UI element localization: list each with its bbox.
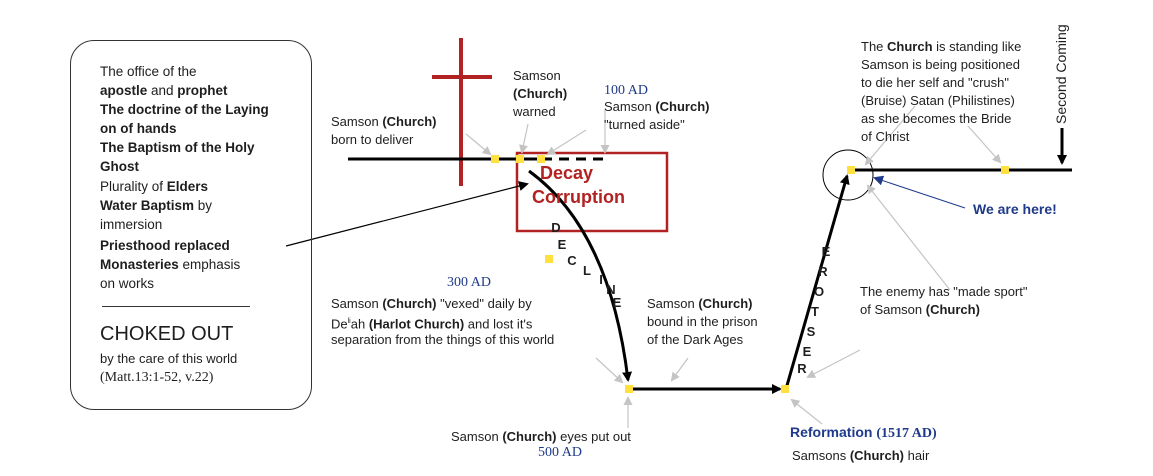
- decline-letter: D: [551, 220, 561, 235]
- standing-label-3: to die her self and "crush": [861, 75, 1009, 90]
- born-label-2: born to deliver: [331, 132, 414, 147]
- warned-label-3: warned: [513, 104, 556, 119]
- standing-label-2: Samson is being positioned: [861, 57, 1020, 72]
- date-500ad: 500 AD: [538, 445, 582, 460]
- born-label: Samson (Church): [331, 114, 437, 129]
- marker-current: [847, 166, 855, 174]
- box-line: The Baptism of the Holy: [100, 140, 255, 155]
- box-line: Priesthood replaced: [100, 238, 230, 253]
- restore-letter: E: [802, 344, 812, 359]
- decline-letter: L: [583, 263, 591, 278]
- choked-out-caption: by the care of this world: [100, 351, 238, 366]
- prison-label-3: of the Dark Ages: [647, 332, 744, 347]
- marker-bride: [1001, 166, 1009, 174]
- scripture-ref: (Matt.13:1-52, v.22): [100, 370, 214, 385]
- restore-letter: E: [821, 244, 831, 259]
- decline-letter: I: [599, 272, 603, 287]
- markers: [491, 155, 1009, 393]
- we-are-here-circle: [822, 149, 874, 201]
- decay-label: Decay: [540, 163, 594, 183]
- restore-letter: R: [797, 361, 807, 376]
- decline-letter: E: [557, 237, 567, 252]
- reformation-label: Reformation (1517 AD): [790, 424, 937, 441]
- marker-warned: [516, 155, 524, 163]
- decline-letter: N: [606, 282, 616, 297]
- marker-born: [491, 155, 499, 163]
- second-coming-label: Second Coming: [1053, 24, 1069, 124]
- standing-label-5: as she becomes the Bride: [861, 111, 1012, 126]
- sport-label: The enemy has "made sport": [860, 284, 1028, 299]
- warned-label: Samson: [513, 68, 561, 83]
- decay-box: [515, 151, 669, 233]
- eyes-label: Samson (Church) eyes put out: [451, 429, 631, 444]
- doctrine-box: [70, 40, 312, 410]
- box-line: on works: [100, 276, 155, 291]
- restore-letter: O: [813, 284, 825, 299]
- restore-line: [784, 174, 850, 390]
- box-line: Monasteries emphasis: [100, 257, 241, 272]
- corruption-label: Corruption: [532, 187, 625, 207]
- standing-label-6: of Christ: [861, 129, 910, 144]
- turned-label: Samson (Church): [604, 99, 710, 114]
- choked-out-title: CHOKED OUT: [100, 323, 234, 345]
- turned-label-2: "turned aside": [604, 117, 685, 132]
- date-300ad: 300 AD: [447, 275, 491, 290]
- marker-reformation: [781, 385, 789, 393]
- marker-500ad: [625, 385, 633, 393]
- restore-letter: T: [811, 304, 819, 319]
- box-line: The doctrine of the Laying: [100, 102, 269, 117]
- standing-label: The Church is standing like: [861, 39, 1022, 54]
- box-line: Water Baptism by: [100, 198, 213, 213]
- vexed-label: Samson (Church) "vexed" daily by: [331, 296, 532, 311]
- sport-label-2: of Samson (Church): [860, 302, 980, 317]
- box-line: Ghost: [100, 159, 139, 174]
- marker-turned: [537, 155, 545, 163]
- box-line: apostle and prophet: [100, 83, 228, 98]
- vexed-label-3: separation from the things of this world: [331, 332, 555, 347]
- marker-300ad: [545, 255, 553, 263]
- we-are-here-arrow: [873, 175, 966, 209]
- prison-label-2: bound in the prison: [647, 314, 758, 329]
- restore-letter: S: [806, 324, 816, 339]
- date-100ad: 100 AD: [604, 83, 648, 98]
- decline-letter: C: [567, 253, 577, 268]
- pointer-arrows: [465, 105, 1002, 428]
- decline-curve: [528, 169, 633, 382]
- leftbox-connector: [285, 181, 529, 247]
- box-divider: [102, 306, 250, 307]
- restore-letter: R: [818, 264, 828, 279]
- box-line: The office of the: [100, 64, 197, 79]
- warned-label-2: (Church): [513, 86, 568, 101]
- vexed-label-2: Deliah (Harlot Church) and lost it's: [331, 316, 533, 332]
- decline-letter: E: [612, 295, 622, 310]
- standing-label-4: (Bruise) Satan (Philistines): [861, 93, 1015, 108]
- box-line: on of hands: [100, 121, 177, 136]
- we-are-here-label: We are here!: [973, 201, 1057, 217]
- hair-label: Samsons (Church) hair: [792, 448, 930, 463]
- box-line: Plurality of Elders: [100, 179, 209, 194]
- box-line: immersion: [100, 217, 163, 232]
- prison-label: Samson (Church): [647, 296, 753, 311]
